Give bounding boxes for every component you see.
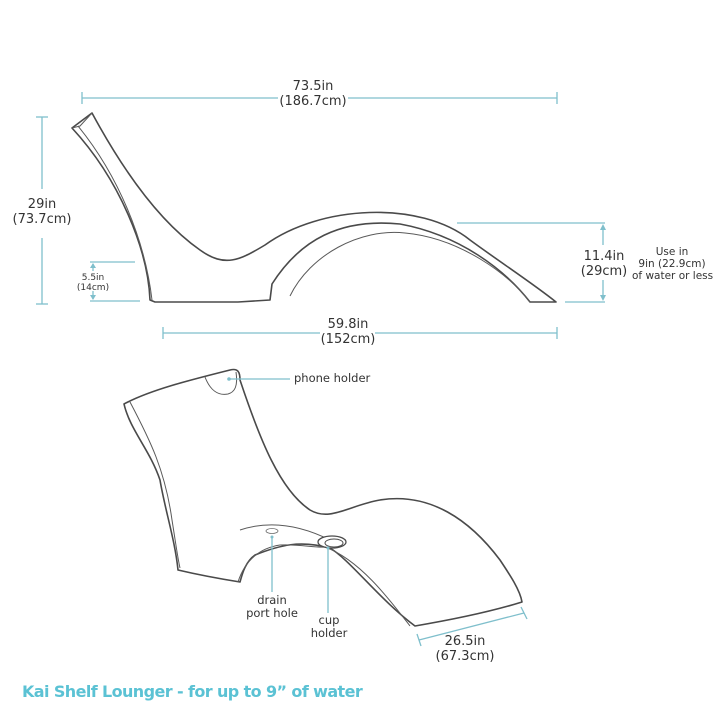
cup-holder-callout: cup holder <box>305 613 353 641</box>
overall-height-imperial: 29in <box>27 197 57 212</box>
overall-length-imperial: 73.5in <box>292 79 334 94</box>
overall-length-dimension-line <box>81 92 558 104</box>
drain-callout-line1: drain <box>257 593 287 607</box>
width-label: 26.5in (67.3cm) <box>425 634 505 665</box>
water-note-line2: 9in (22.9cm) <box>638 258 706 271</box>
base-length-imperial: 59.8in <box>327 317 369 332</box>
product-title: Kai Shelf Lounger - for up to 9” of wate… <box>22 682 363 701</box>
drain-callout-line2: port hole <box>246 606 298 621</box>
water-depth-note: Use in 9in (22.9cm) of water or less <box>632 246 714 283</box>
water-note-line3: of water or less <box>632 270 714 283</box>
overall-height-label: 29in (73.7cm) <box>2 197 82 228</box>
overall-length-metric: (186.7cm) <box>279 93 347 109</box>
overall-height-dimension-line <box>36 116 48 305</box>
base-height-label: 5.5in (14cm) <box>73 273 113 294</box>
footrest-height-dimension-line <box>457 222 606 303</box>
width-metric: (67.3cm) <box>435 648 495 664</box>
perspective-view-lounger <box>123 368 523 627</box>
drain-port-hole-marker <box>265 528 279 534</box>
side-view-lounger <box>71 112 557 303</box>
cup-holder-leader <box>326 546 330 613</box>
cup-holder-marker <box>317 535 347 549</box>
footrest-height-label: 11.4in (29cm) <box>575 249 633 280</box>
base-height-dimension-line <box>90 261 140 302</box>
overall-length-label: 73.5in (186.7cm) <box>278 79 348 110</box>
base-height-imperial: 5.5in <box>81 273 105 283</box>
overall-height-metric: (73.7cm) <box>12 211 72 227</box>
water-note-line1: Use in <box>655 246 689 258</box>
phone-holder-callout: phone holder <box>294 371 371 385</box>
cup-callout-line1: cup <box>318 613 340 627</box>
width-dimension-line <box>416 606 528 647</box>
phone-holder-leader <box>227 377 290 381</box>
footrest-height-imperial: 11.4in <box>583 249 625 264</box>
base-length-dimension-line <box>162 327 558 339</box>
drain-port-hole-leader <box>270 535 274 592</box>
footrest-height-metric: (29cm) <box>580 263 628 279</box>
width-imperial: 26.5in <box>444 634 486 649</box>
base-length-label: 59.8in (152cm) <box>315 317 381 348</box>
drain-port-hole-callout: drain port hole <box>245 593 299 621</box>
base-length-metric: (152cm) <box>320 331 376 347</box>
base-height-metric: (14cm) <box>76 283 110 294</box>
cup-callout-line2: holder <box>310 626 348 641</box>
